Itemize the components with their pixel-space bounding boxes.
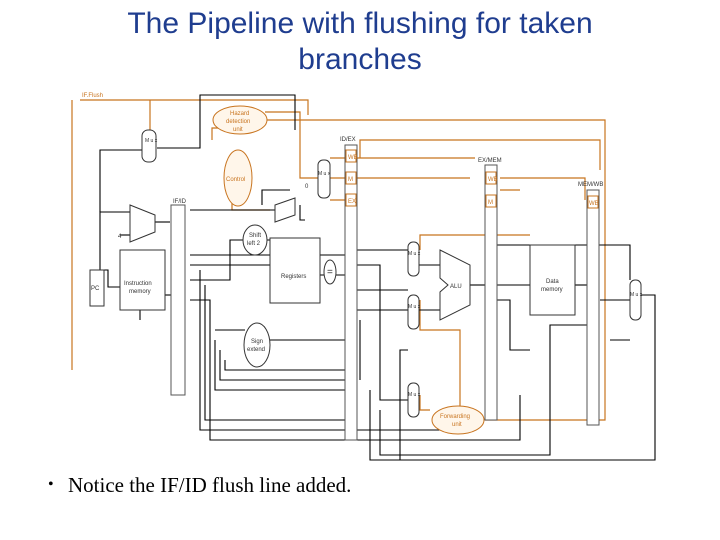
control-mux bbox=[317, 159, 331, 199]
branch-adder bbox=[274, 197, 296, 223]
control-label: Control bbox=[226, 177, 245, 183]
shift-label-2: left 2 bbox=[247, 241, 261, 247]
memwb-wb-label: WB bbox=[589, 201, 599, 207]
zero-label: 0 bbox=[305, 184, 309, 190]
ifid-register bbox=[170, 204, 186, 396]
rd-mux-label: M u x bbox=[408, 392, 421, 398]
idex-m-field bbox=[345, 171, 357, 185]
shift-left-unit bbox=[242, 224, 268, 256]
hazard-label: Hazard bbox=[230, 111, 249, 117]
sign-label-1: Sign bbox=[251, 339, 263, 345]
idex-register bbox=[344, 144, 358, 441]
alu-mux-b-label: M u x bbox=[408, 304, 421, 310]
forwarding-unit bbox=[431, 405, 485, 435]
data-memory-label-1: Data bbox=[546, 279, 559, 285]
control-unit bbox=[223, 149, 253, 207]
equal-label: = bbox=[327, 267, 333, 278]
memwb-register bbox=[586, 189, 600, 426]
if-mux-label: M u x bbox=[145, 138, 158, 144]
sign-extend-unit bbox=[243, 322, 271, 368]
wb-mux bbox=[629, 279, 642, 321]
idex-label: ID/EX bbox=[340, 137, 356, 143]
idex-ex-field bbox=[345, 193, 357, 207]
alu-mux-a-label: M u x bbox=[408, 251, 421, 257]
hazard-unit bbox=[212, 105, 268, 135]
bullet-item: • Notice the IF/ID flush line added. bbox=[48, 473, 351, 498]
exmem-wb-field bbox=[485, 171, 497, 185]
register-file bbox=[269, 237, 321, 304]
ifid-label: IF/ID bbox=[173, 199, 187, 205]
forwarding-label-2: unit bbox=[452, 422, 462, 428]
idex-wb-field bbox=[345, 149, 357, 163]
exmem-m-label: M bbox=[488, 200, 493, 206]
alu-label: ALU bbox=[450, 284, 462, 290]
data-memory bbox=[529, 244, 576, 316]
pc-register bbox=[89, 269, 105, 307]
memwb-label: MEM/WB bbox=[578, 182, 603, 188]
control-mux-label: M u x bbox=[318, 171, 331, 177]
instruction-label-1: Instruction bbox=[124, 281, 152, 287]
pipeline-registers bbox=[170, 144, 600, 441]
four-label: 4 bbox=[118, 234, 122, 240]
pc-adder bbox=[129, 204, 156, 243]
exmem-wb-label: WB bbox=[488, 177, 498, 183]
idex-ex-label: EX bbox=[348, 199, 356, 205]
equal-comparator bbox=[323, 259, 337, 285]
title-line-1: The Pipeline with flushing for taken bbox=[127, 7, 593, 40]
instruction-memory bbox=[119, 249, 166, 311]
unit-label: unit bbox=[233, 127, 243, 133]
title-line-2: branches bbox=[298, 43, 422, 76]
slide-title: The Pipeline with flushing for taken bra… bbox=[60, 6, 660, 78]
pc-label: PC bbox=[91, 286, 100, 292]
registers-label: Registers bbox=[281, 274, 306, 280]
exmem-register bbox=[484, 164, 498, 421]
rd-mux bbox=[407, 382, 420, 418]
exmem-label: EX/MEM bbox=[478, 158, 502, 164]
memwb-wb-field bbox=[587, 195, 599, 209]
alu-mux-a bbox=[407, 241, 420, 277]
bullet-text: Notice the IF/ID flush line added. bbox=[68, 473, 352, 497]
functional-units bbox=[89, 105, 642, 435]
idex-wb-label: WB bbox=[348, 155, 358, 161]
bullet-icon: • bbox=[48, 476, 54, 493]
instruction-label-2: memory bbox=[129, 289, 151, 295]
shift-label-1: Shift bbox=[249, 233, 261, 239]
if-flush-label: IF.Flush bbox=[82, 93, 103, 99]
alu-mux-b bbox=[407, 294, 420, 330]
data-memory-label-2: memory bbox=[541, 287, 563, 293]
if-mux bbox=[141, 129, 157, 163]
wb-mux-label: M u x bbox=[630, 292, 643, 298]
exmem-m-field bbox=[485, 194, 497, 208]
forwarding-label-1: Forwarding bbox=[440, 414, 470, 420]
idex-m-label: M bbox=[348, 177, 353, 183]
detection-label: detection bbox=[226, 119, 250, 125]
sign-label-2: extend bbox=[247, 347, 265, 353]
alu bbox=[439, 249, 471, 321]
